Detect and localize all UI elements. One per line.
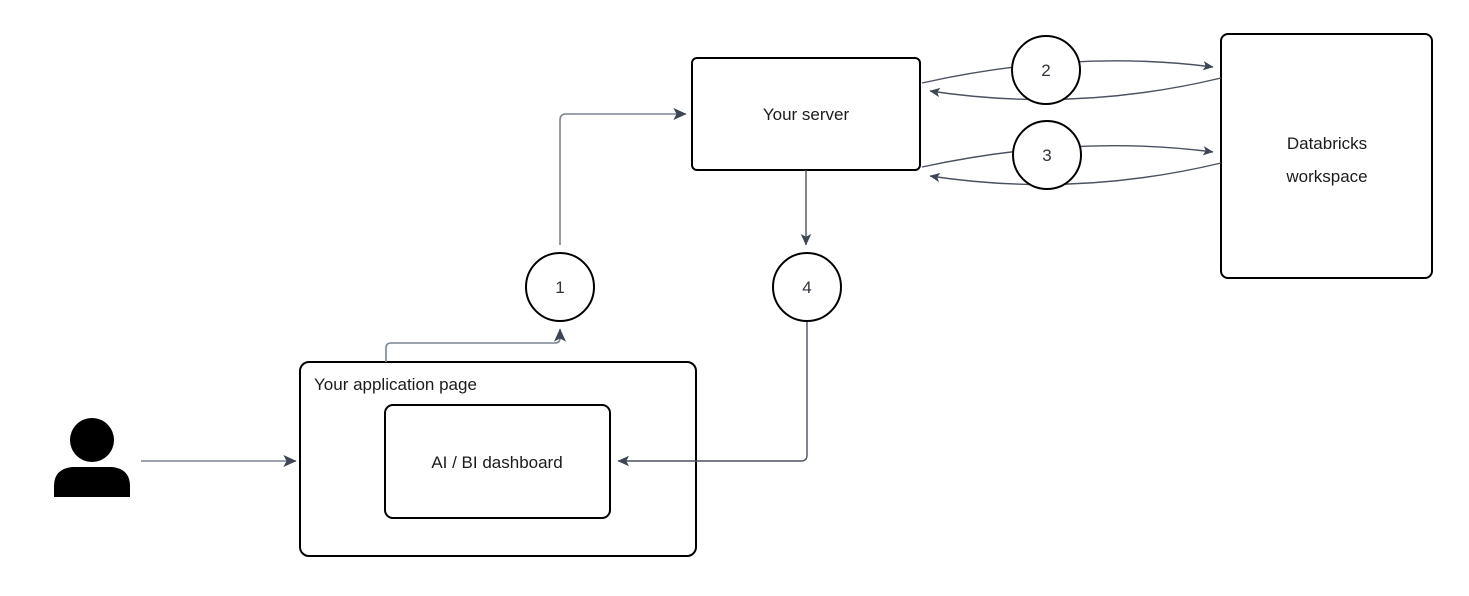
- step-badge-4-circle: [772, 252, 842, 322]
- step-badge-4: 4: [772, 252, 842, 322]
- step-badge-3-label: 3: [1042, 146, 1051, 165]
- step-badge-4-label: 4: [802, 278, 811, 297]
- step-badge-3: 3: [1012, 120, 1082, 190]
- step-badge-1-label: 1: [555, 278, 564, 297]
- connector-badge4-to-dashboard: [617, 322, 808, 467]
- node-your-application-page-label: Your application page: [314, 375, 477, 394]
- step-badge-3-circle: [1012, 120, 1082, 190]
- step-badge-1: 1: [525, 252, 595, 322]
- node-ai-bi-dashboard: [384, 404, 611, 519]
- connector-workspace-to-server-3: [929, 162, 1222, 186]
- step-badge-2-circle: [1011, 35, 1081, 105]
- connector-app-to-badge1: [385, 328, 566, 362]
- user-head-icon: [70, 418, 114, 462]
- user-body-icon: [54, 467, 130, 497]
- connector-badge1-to-server: [559, 108, 687, 245]
- node-databricks-workspace: [1220, 33, 1433, 279]
- user-actor: [54, 418, 130, 497]
- node-databricks-workspace-label-line2: workspace: [1285, 167, 1367, 186]
- node-databricks-workspace-label-line1: Databricks: [1287, 134, 1367, 153]
- step-badge-1-circle: [525, 252, 595, 322]
- node-ai-bi-dashboard-label: AI / BI dashboard: [431, 453, 562, 472]
- step-badge-2: 2: [1011, 35, 1081, 105]
- connector-workspace-to-server-2: [929, 77, 1222, 101]
- step-badge-2-label: 2: [1041, 61, 1050, 80]
- node-your-server-label: Your server: [763, 105, 850, 124]
